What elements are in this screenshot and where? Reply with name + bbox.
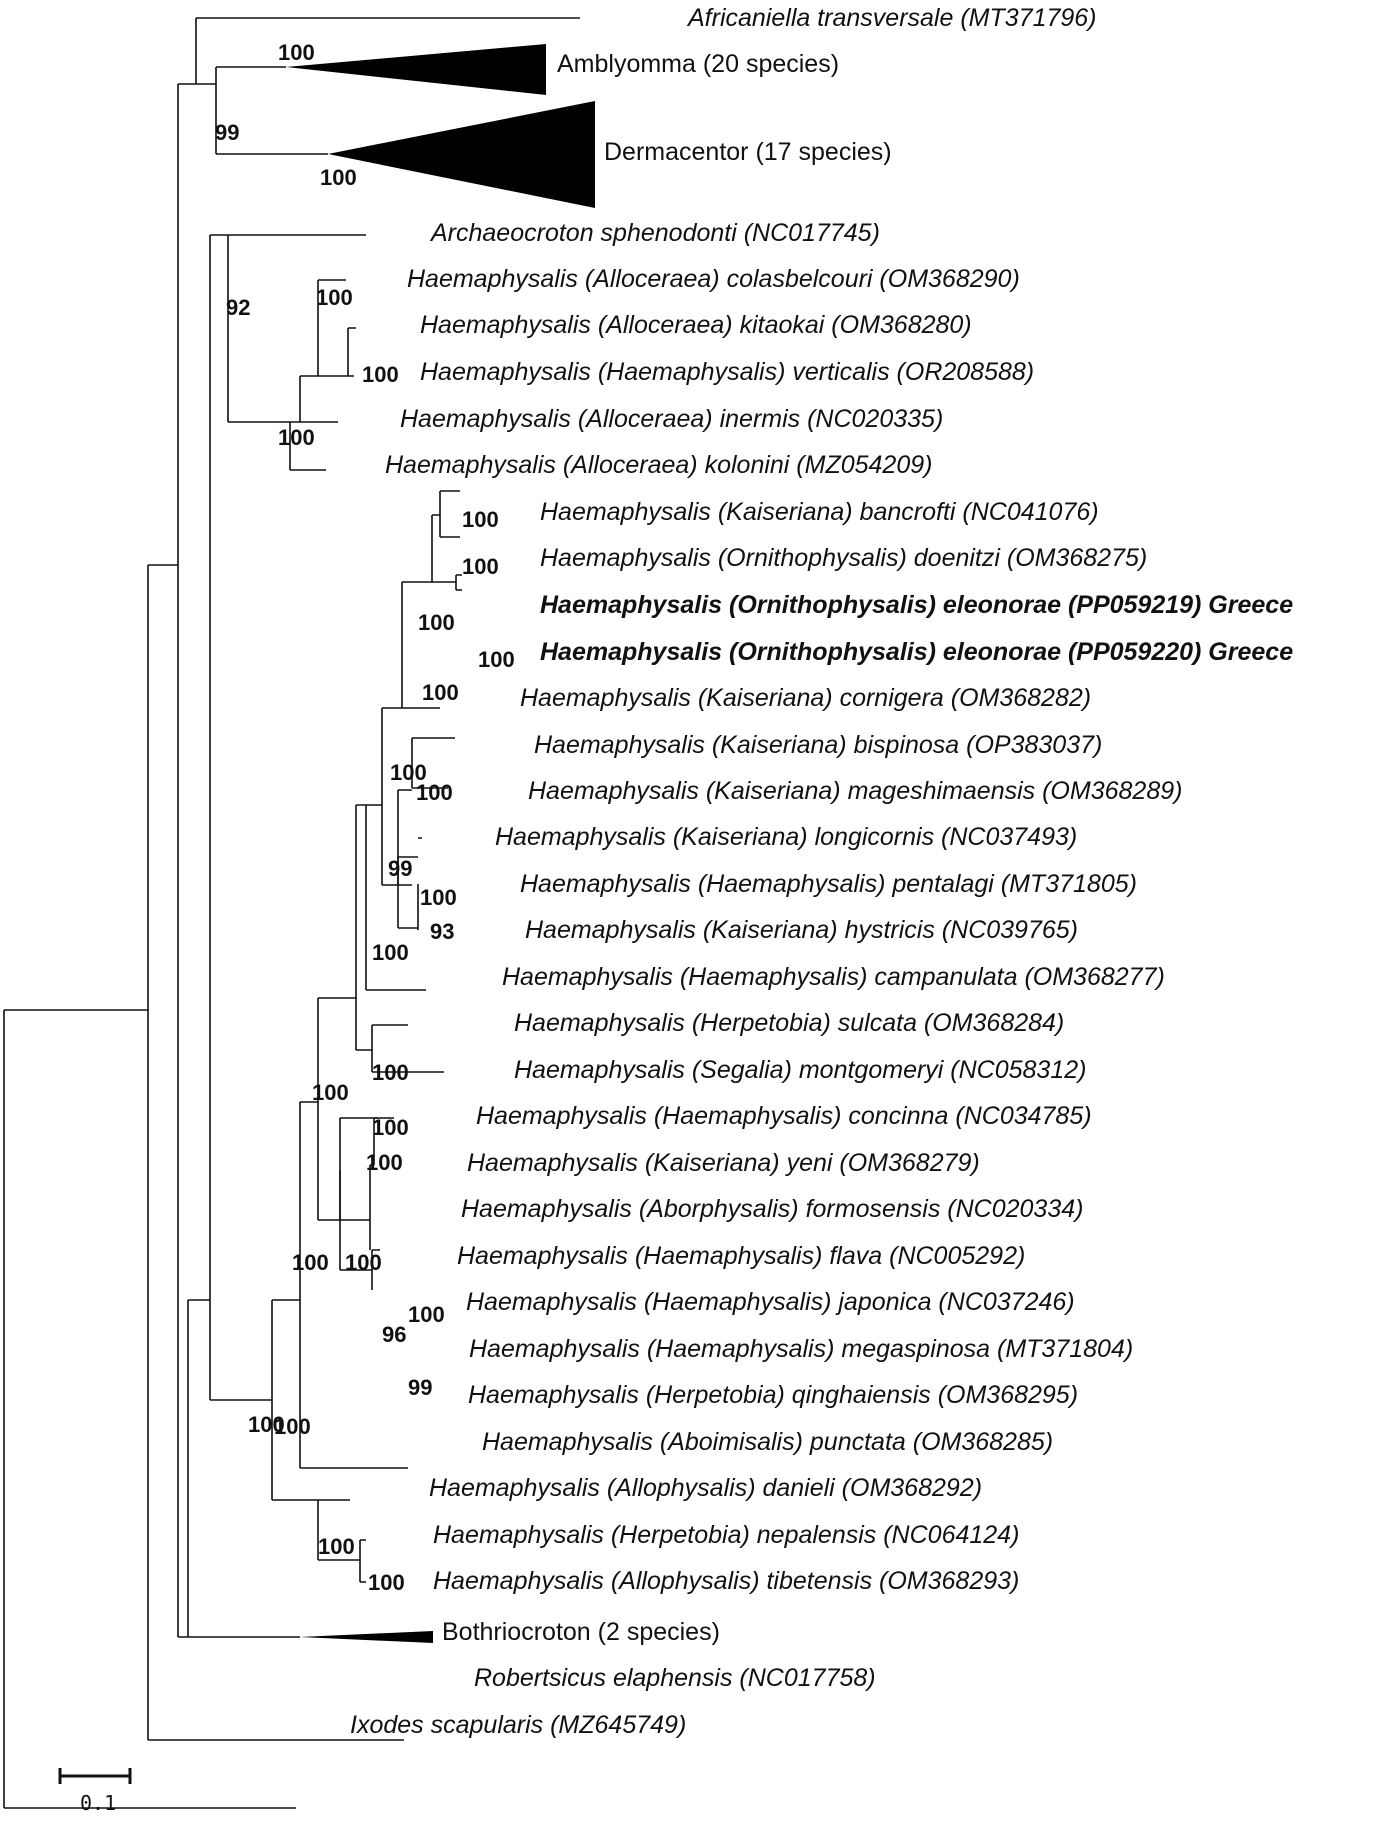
scale-bar: 0.1 — [58, 1768, 132, 1815]
taxon-label-concinna: Haemaphysalis (Haemaphysalis) concinna (… — [476, 1102, 1092, 1130]
bothriocroton-clade-triangle — [300, 1631, 433, 1643]
taxon-label-megaspinosa: Haemaphysalis (Haemaphysalis) megaspinos… — [469, 1335, 1133, 1363]
support-value: 99 — [408, 1375, 432, 1400]
taxon-label-qinghaiensis: Haemaphysalis (Herpetobia) qinghaiensis … — [468, 1381, 1078, 1409]
taxon-label-sulcata: Haemaphysalis (Herpetobia) sulcata (OM36… — [514, 1009, 1064, 1037]
support-value: 100 — [372, 1060, 409, 1085]
scale-bar-label: 0.1 — [80, 1791, 116, 1815]
taxon-label-japonica: Haemaphysalis (Haemaphysalis) japonica (… — [466, 1288, 1075, 1316]
amblyomma-clade-triangle — [286, 44, 546, 95]
support-value: 100 — [372, 1115, 409, 1140]
support-value: 100 — [390, 760, 427, 785]
support-value: 100 — [416, 780, 453, 805]
support-value: 100 — [420, 885, 457, 910]
support-value: 100 — [462, 507, 499, 532]
support-value: 100 — [292, 1250, 329, 1275]
taxon-label-doenitzi: Haemaphysalis (Ornithophysalis) doenitzi… — [540, 544, 1147, 572]
taxon-label-verticalis: Haemaphysalis (Haemaphysalis) verticalis… — [420, 358, 1034, 386]
taxon-label-longicornis: Haemaphysalis (Kaiseriana) longicornis (… — [495, 823, 1077, 851]
taxon-label-bothriocroton: Bothriocroton (2 species) — [442, 1618, 720, 1646]
support-value: 96 — [382, 1322, 406, 1347]
taxon-labels: Africaniella transversale (MT371796) Ambl… — [350, 4, 1293, 1739]
taxon-label-flava: Haemaphysalis (Haemaphysalis) flava (NC0… — [457, 1242, 1025, 1270]
taxon-label-amblyomma: Amblyomma (20 species) — [557, 50, 839, 78]
dermacentor-clade-triangle — [328, 101, 595, 208]
taxon-label-nepalensis: Haemaphysalis (Herpetobia) nepalensis (N… — [433, 1521, 1019, 1549]
taxon-label-kitaokai: Haemaphysalis (Alloceraea) kitaokai (OM3… — [420, 311, 972, 339]
support-value: 100 — [345, 1250, 382, 1275]
support-value: 100 — [366, 1150, 403, 1175]
taxon-label-formosensis: Haemaphysalis (Aborphysalis) formosensis… — [461, 1195, 1083, 1223]
support-value: 99 — [388, 856, 412, 881]
taxon-label-punctata: Haemaphysalis (Aboimisalis) punctata (OM… — [482, 1428, 1053, 1456]
taxon-label-hystricis: Haemaphysalis (Kaiseriana) hystricis (NC… — [525, 916, 1078, 944]
support-value: 99 — [215, 120, 239, 145]
taxon-label-colasbelcouri: Haemaphysalis (Alloceraea) colasbelcouri… — [407, 265, 1020, 293]
taxon-label-archaeocroton: Archaeocroton sphenodonti (NC017745) — [429, 219, 880, 247]
taxon-label-eleonorae1: Haemaphysalis (Ornithophysalis) eleonora… — [540, 591, 1293, 619]
support-value: 92 — [226, 295, 250, 320]
support-value: 100 — [320, 165, 357, 190]
taxon-label-montgomeryi: Haemaphysalis (Segalia) montgomeryi (NC0… — [514, 1056, 1086, 1084]
support-value: 100 — [316, 285, 353, 310]
taxon-label-danieli: Haemaphysalis (Allophysalis) danieli (OM… — [429, 1474, 982, 1502]
taxon-label-robertsicus: Robertsicus elaphensis (NC017758) — [474, 1664, 876, 1692]
taxon-label-bancrofti: Haemaphysalis (Kaiseriana) bancrofti (NC… — [540, 498, 1099, 526]
tree-branches — [3, 17, 580, 1809]
support-value: 100 — [478, 647, 515, 672]
support-value: 100 — [372, 940, 409, 965]
support-value: 100 — [318, 1534, 355, 1559]
support-value: 100 — [422, 680, 459, 705]
taxon-label-dermacentor: Dermacentor (17 species) — [604, 138, 892, 166]
support-value: 100 — [312, 1080, 349, 1105]
support-value: 93 — [430, 919, 454, 944]
taxon-label-mageshimaensis: Haemaphysalis (Kaiseriana) mageshimaensi… — [528, 777, 1182, 805]
taxon-label-yeni: Haemaphysalis (Kaiseriana) yeni (OM36827… — [467, 1149, 980, 1177]
support-value: 100 — [248, 1412, 285, 1437]
support-value: 100 — [462, 554, 499, 579]
taxon-label-tibetensis: Haemaphysalis (Allophysalis) tibetensis … — [433, 1567, 1019, 1595]
taxon-label-cornigera: Haemaphysalis (Kaiseriana) cornigera (OM… — [520, 684, 1091, 712]
taxon-label-bispinosa: Haemaphysalis (Kaiseriana) bispinosa (OP… — [534, 731, 1102, 759]
taxon-label-eleonorae2: Haemaphysalis (Ornithophysalis) eleonora… — [540, 638, 1293, 666]
taxon-label-ixodes: Ixodes scapularis (MZ645749) — [350, 1711, 686, 1739]
support-value: 100 — [418, 610, 455, 635]
support-value: 100 — [408, 1302, 445, 1327]
taxon-label-kolonini: Haemaphysalis (Alloceraea) kolonini (MZ0… — [385, 451, 932, 479]
support-value: 100 — [362, 362, 399, 387]
support-value: 100 — [368, 1570, 405, 1595]
taxon-label-africaniella: Africaniella transversale (MT371796) — [686, 4, 1097, 32]
taxon-label-inermis: Haemaphysalis (Alloceraea) inermis (NC02… — [400, 405, 943, 433]
support-value: 100 — [274, 1414, 311, 1439]
support-value: 100 — [278, 425, 315, 450]
taxon-label-pentalagi: Haemaphysalis (Haemaphysalis) pentalagi … — [520, 870, 1137, 898]
support-value: 100 — [278, 40, 315, 65]
taxon-label-campanulata: Haemaphysalis (Haemaphysalis) campanulat… — [502, 963, 1165, 991]
